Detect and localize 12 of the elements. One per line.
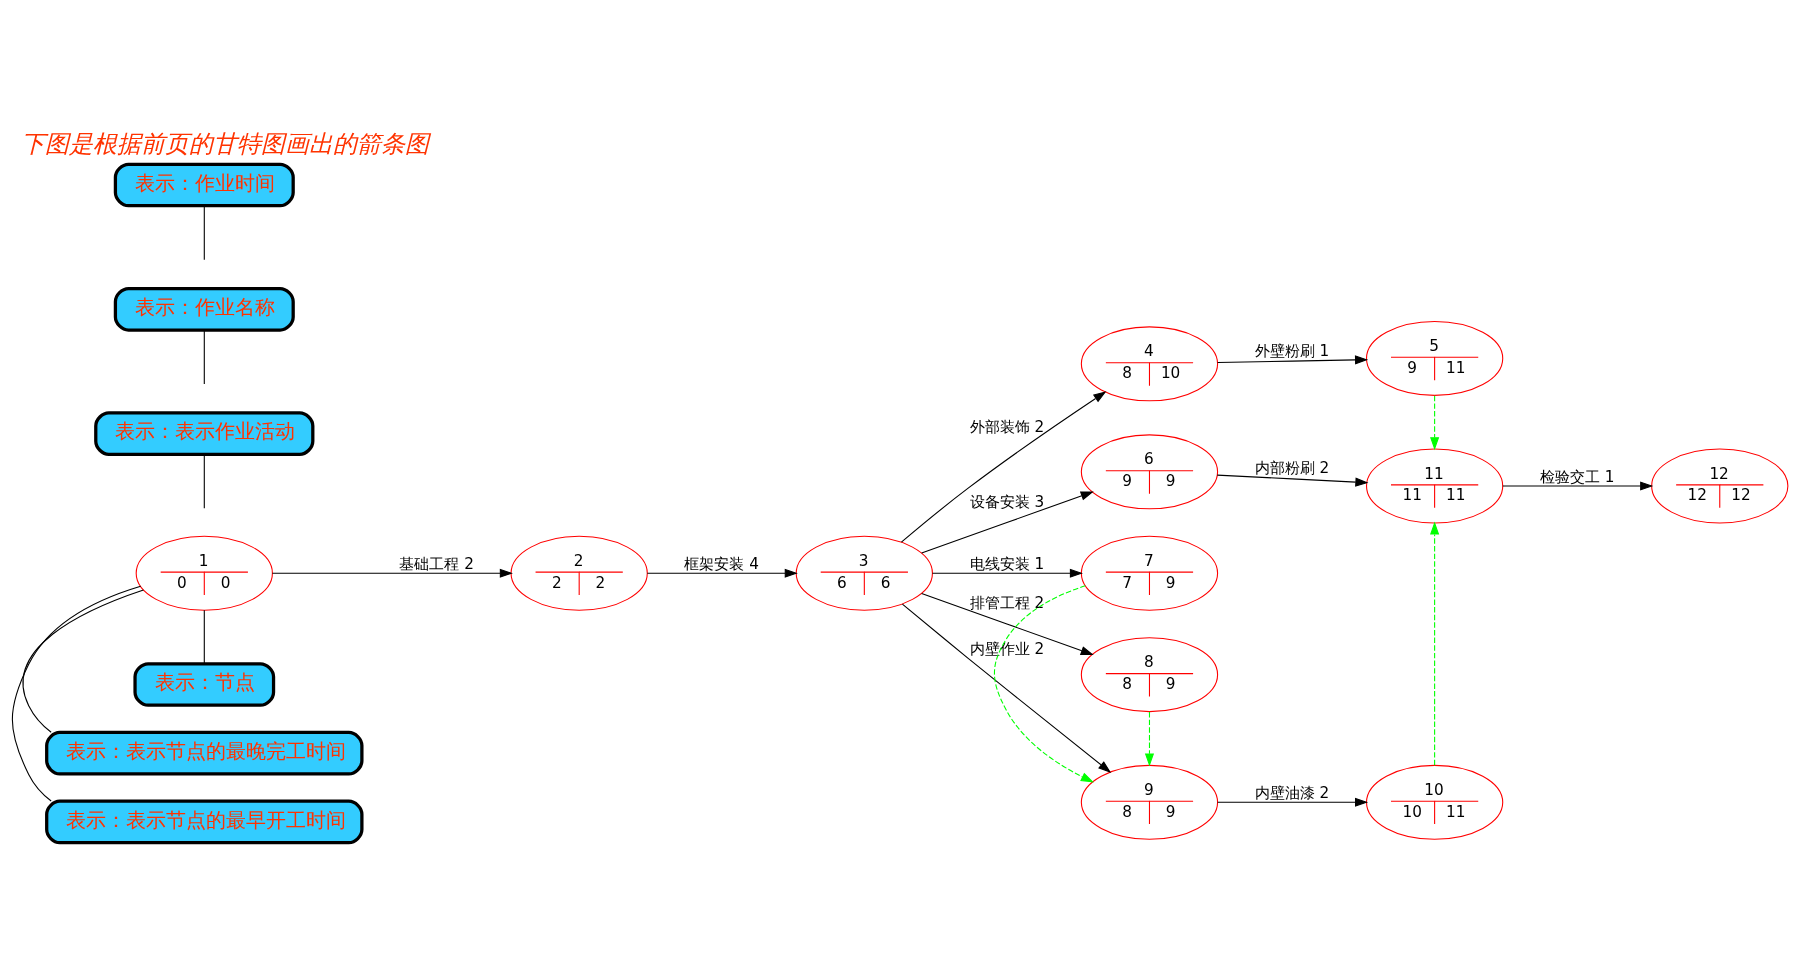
diagram-title: 下图是根据前页的甘特图画出的箭条图 xyxy=(21,129,430,158)
edge-label: 框架安装 4 xyxy=(684,555,760,574)
edge-label: 电线安装 1 xyxy=(969,555,1045,574)
edge-label: 内部粉刷 2 xyxy=(1254,459,1330,478)
edge-label: 设备安装 3 xyxy=(969,492,1045,511)
edge-label: 检验交工 1 xyxy=(1539,467,1615,486)
edge-label: 内壁作业 2 xyxy=(969,640,1045,659)
edge-label: 外壁粉刷 1 xyxy=(1254,342,1330,361)
edge-label: 排管工程 2 xyxy=(969,594,1045,613)
edge-label: 内壁油漆 2 xyxy=(1254,784,1330,803)
edge-label: 基础工程 2 xyxy=(399,555,474,574)
edge-label: 外部装饰 2 xyxy=(969,417,1045,436)
